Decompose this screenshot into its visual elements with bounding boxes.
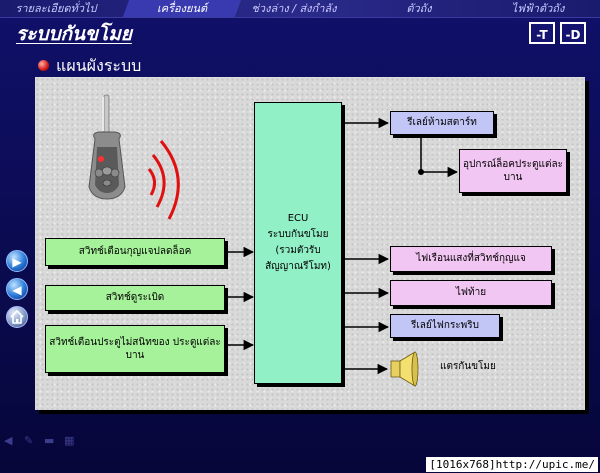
- pen-icon[interactable]: ✎: [24, 434, 34, 447]
- horn-icon: [390, 351, 419, 387]
- hazard-relay: รีเลย์ไฟกระพริบ: [390, 314, 500, 338]
- signal-waves-icon: [147, 140, 180, 220]
- horn-label: แตรกันขโมย: [440, 361, 496, 372]
- tab-body-electrical[interactable]: ไฟฟ้าตัวถัง: [511, 2, 565, 15]
- ecu-box: ECU ระบบกันขโมย (รวมตัวรับ สัญญาณรีโมท): [254, 102, 342, 384]
- hazard-relay-label: รีเลย์ไฟกระพริบ: [411, 320, 479, 332]
- tab-body[interactable]: ตัวถัง: [406, 2, 432, 15]
- key-illumination-label: ไฟเรือนแสงที่สวิทช์กุญแจ: [416, 253, 526, 265]
- grid-icon[interactable]: ▦: [64, 434, 75, 447]
- watermark: [1016x768]http://upic.me/: [426, 457, 598, 472]
- unlock-warning-switch-label: สวิทช์เตือนกุญแจปลดล็อค: [78, 246, 192, 258]
- remote-key-icon: [88, 94, 126, 200]
- tail-light: ไฟท้าย: [390, 280, 552, 306]
- tab-general[interactable]: รายละเอียดทั่วไป: [15, 2, 97, 15]
- ecu-line-3: สัญญาณรีโมท): [265, 261, 331, 272]
- door-lock-actuator: อุปกรณ์ล็อคประตูแต่ละ บาน: [459, 149, 567, 193]
- forward-icon[interactable]: ▶: [6, 250, 28, 272]
- tamper-switch: สวิทช์ดูระเบิด: [45, 285, 225, 311]
- section-title: แผนผังระบบ: [56, 56, 142, 75]
- door-ajar-switch: สวิทช์เตือนประตูไม่สนิทของ ประตูแต่ละบาน: [45, 325, 225, 373]
- ecu-title: ECU: [287, 213, 309, 224]
- starter-cut-relay: รีเลย์ห้ามสตาร์ท: [390, 111, 494, 135]
- home-icon[interactable]: [6, 306, 28, 328]
- door-ajar-switch-label: สวิทช์เตือนประตูไม่สนิทของ ประตูแต่ละบาน: [49, 336, 221, 362]
- top-nav: รายละเอียดทั่วไป เครื่องยนต์ ช่วงล่าง / …: [0, 0, 600, 18]
- menu-icon[interactable]: ▬: [44, 434, 55, 447]
- back-icon[interactable]: ◀: [6, 278, 28, 300]
- system-diagram: สวิทช์เตือนกุญแจปลดล็อค สวิทช์ดูระเบิด ส…: [35, 77, 585, 410]
- tamper-switch-label: สวิทช์ดูระเบิด: [105, 292, 165, 304]
- page-title: ระบบกันขโมย: [16, 23, 132, 45]
- t-button[interactable]: -T: [529, 22, 555, 44]
- tab-chassis[interactable]: ช่วงล่าง / ส่งกำลัง: [251, 2, 337, 15]
- door-lock-actuator-label: อุปกรณ์ล็อคประตูแต่ละ บาน: [463, 158, 563, 184]
- ecu-line-2: (รวมตัวรับ: [275, 245, 321, 256]
- starter-cut-relay-label: รีเลย์ห้ามสตาร์ท: [407, 117, 477, 129]
- bottom-toolbar: [0, 430, 600, 452]
- unlock-warning-switch: สวิทช์เตือนกุญแจปลดล็อค: [45, 238, 225, 266]
- ecu-line-1: ระบบกันขโมย: [267, 229, 329, 240]
- tab-engine[interactable]: เครื่องยนต์: [122, 0, 242, 17]
- diagram-wiring: [88, 94, 459, 387]
- back-arrow-icon[interactable]: ◀: [4, 434, 13, 447]
- bullet-icon: [38, 60, 49, 71]
- d-button[interactable]: -D: [560, 22, 586, 44]
- tail-light-label: ไฟท้าย: [455, 287, 487, 299]
- key-illumination: ไฟเรือนแสงที่สวิทช์กุญแจ: [390, 246, 552, 272]
